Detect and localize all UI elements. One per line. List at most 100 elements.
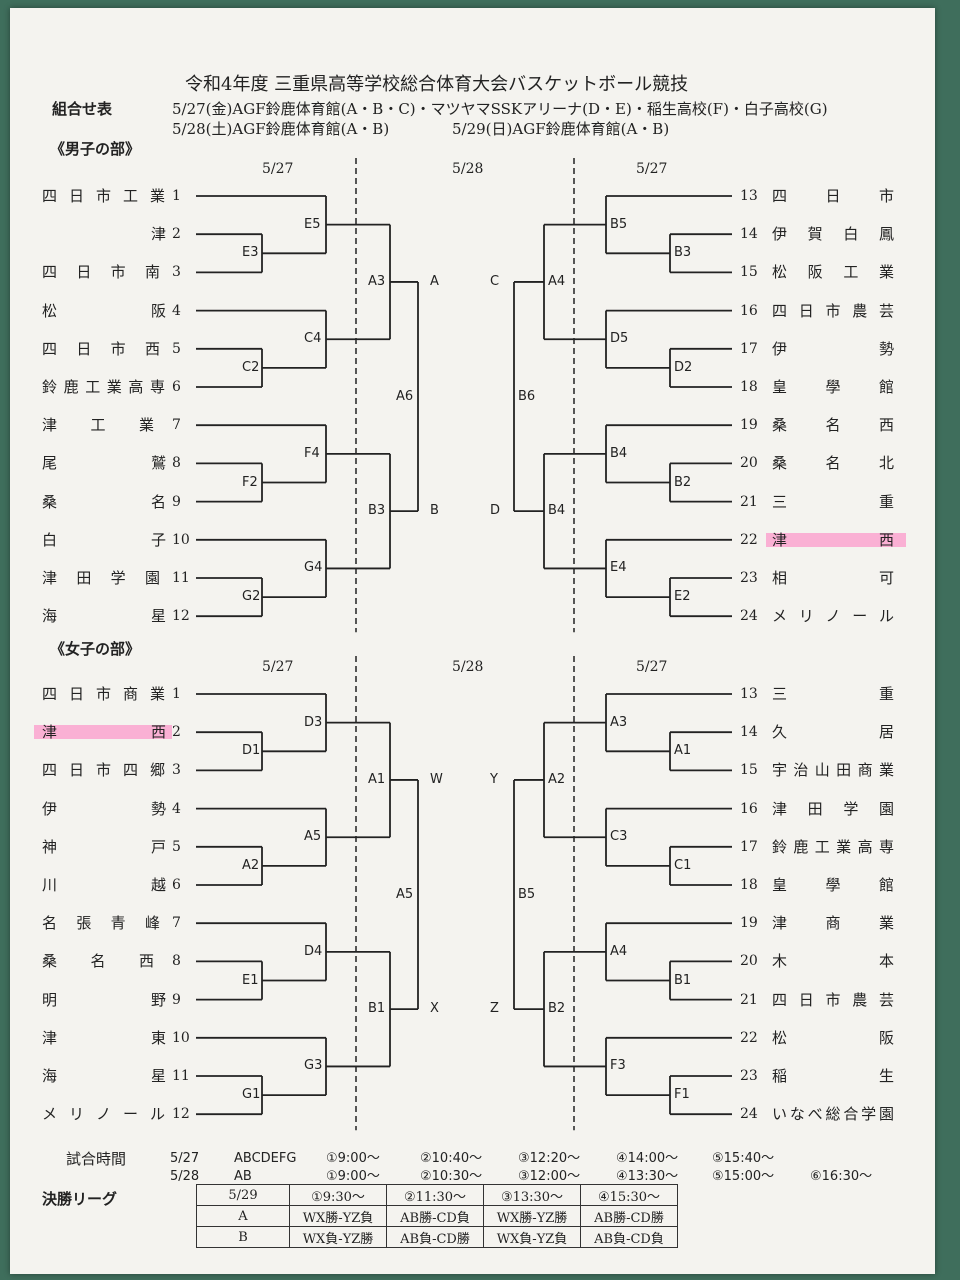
team-number: 13 (740, 188, 758, 204)
team-number: 24 (740, 608, 758, 625)
team-number: 21 (740, 493, 758, 510)
team-number: 3 (172, 762, 181, 779)
match-code: G4 (304, 560, 323, 576)
schedule-time: ⑤15:00～ (712, 1169, 775, 1184)
team-name: 桑名 (42, 492, 166, 511)
team-name: 皇學館 (772, 378, 894, 396)
team-entry: 桑名北 (772, 454, 894, 472)
match-code: G1 (242, 1087, 261, 1103)
team-number: 16 (740, 302, 758, 319)
team-entry: 松阪 (772, 1029, 894, 1047)
match-code: B4 (610, 445, 628, 461)
team-entry: 桑名 (42, 493, 166, 511)
match-code: B2 (548, 1001, 566, 1017)
team-name: 四日市 (772, 187, 894, 205)
team-name: 津 (150, 225, 166, 244)
team-name: 松阪 (772, 1028, 894, 1047)
group-letter: B (430, 503, 439, 519)
match-code: D5 (610, 331, 629, 347)
schedule-time: ③12:20～ (518, 1151, 581, 1166)
team-name: 海星 (42, 1067, 166, 1085)
team-entry: 津西 (772, 531, 894, 549)
team-number: 16 (740, 800, 758, 817)
team-entry: 伊勢 (42, 800, 166, 818)
schedule-time: ④13:30～ (616, 1169, 679, 1184)
team-name: 宇治山田商業 (772, 761, 894, 780)
table-cell: ①9:30～ (289, 1184, 387, 1206)
team-entry: 伊勢 (772, 340, 894, 358)
team-number: 7 (172, 915, 181, 932)
final-league-label: 決勝リーグ (42, 1190, 118, 1208)
match-code: B1 (674, 972, 692, 988)
team-entry: 海星 (42, 607, 166, 625)
team-name: 津東 (42, 1028, 166, 1047)
table-cell: WX勝-YZ勝 (483, 1205, 581, 1227)
team-entry: 四日市農芸 (772, 991, 894, 1009)
boys-section-label: 《男子の部》 (50, 140, 141, 158)
team-entry: 松阪 (42, 302, 166, 320)
schedule-courts-2: AB (234, 1169, 252, 1184)
team-entry: 尾鷲 (42, 454, 166, 472)
table-cell: ②11:30～ (386, 1184, 484, 1206)
team-number: 14 (740, 226, 758, 243)
match-code: A1 (674, 743, 692, 759)
team-name: 津西 (42, 723, 166, 742)
team-number: 11 (172, 1068, 190, 1084)
team-number: 19 (740, 417, 758, 434)
team-number: 15 (740, 264, 758, 281)
team-number: 18 (740, 379, 758, 395)
page-title: 令和4年度 三重県高等学校総合体育大会バスケットボール競技 (185, 74, 689, 95)
team-entry: 三重 (772, 493, 894, 511)
team-entry: 四日市 (772, 187, 894, 205)
team-entry: 四日市工業 (42, 187, 166, 205)
team-name: 伊勢 (42, 799, 166, 818)
team-entry: 海星 (42, 1067, 166, 1085)
match-code: E2 (674, 589, 691, 605)
match-code: D4 (304, 943, 323, 959)
team-number: 2 (172, 226, 181, 243)
team-number: 17 (740, 340, 758, 357)
team-entry: 津工業 (42, 416, 166, 434)
girls-date-left: 5/27 (262, 659, 294, 675)
table-row: A WX勝-YZ負 AB勝-CD負 WX勝-YZ勝 AB勝-CD勝 (196, 1205, 678, 1227)
team-entry: 相可 (772, 569, 894, 587)
match-code: B2 (674, 474, 692, 490)
team-entry: 津商業 (772, 914, 894, 932)
team-entry: メリノール (772, 607, 894, 625)
kumiawase-label: 組合せ表 (52, 100, 113, 118)
table-row: 5/29 ①9:30～ ②11:30～ ③13:30～ ④15:30～ (196, 1184, 678, 1206)
group-letter: C (490, 273, 500, 289)
team-number: 9 (172, 991, 181, 1008)
team-name: 津工業 (42, 416, 166, 435)
match-code: D2 (674, 359, 693, 375)
group-letter: A (430, 273, 439, 289)
table-cell: ③13:30～ (483, 1184, 581, 1206)
schedule-date-1: 5/27 (170, 1151, 200, 1166)
team-name: 松阪工業 (772, 263, 894, 282)
boys-date-center: 5/28 (452, 161, 484, 177)
schedule-time: ⑤15:40～ (712, 1151, 775, 1166)
match-code: E3 (242, 245, 259, 261)
team-entry: 四日市農芸 (772, 302, 894, 320)
document-page (10, 8, 935, 1274)
schedule-time: ①9:00～ (326, 1169, 380, 1184)
team-name: 伊勢 (772, 339, 894, 358)
team-number: 17 (740, 838, 758, 855)
schedule-courts-1: ABCDEFG (234, 1151, 297, 1166)
match-code: E1 (242, 972, 259, 988)
girls-section-label: 《女子の部》 (50, 640, 141, 658)
team-number: 20 (740, 953, 758, 970)
team-number: 22 (740, 1029, 758, 1046)
team-name: 明野 (42, 990, 166, 1009)
table-cell: 5/29 (196, 1184, 290, 1206)
team-name: 相可 (772, 569, 894, 587)
match-code: A5 (396, 886, 414, 902)
team-number: 8 (172, 455, 181, 472)
team-name: 鈴鹿工業高専 (772, 837, 894, 856)
team-name: いなべ総合学園 (772, 1105, 894, 1124)
schedule-time: ②10:40～ (420, 1151, 483, 1166)
highlight-mark (34, 725, 172, 740)
team-entry: 津西 (42, 723, 166, 741)
boys-date-right: 5/27 (636, 161, 668, 177)
team-name: 鈴鹿工業高専 (42, 378, 166, 396)
